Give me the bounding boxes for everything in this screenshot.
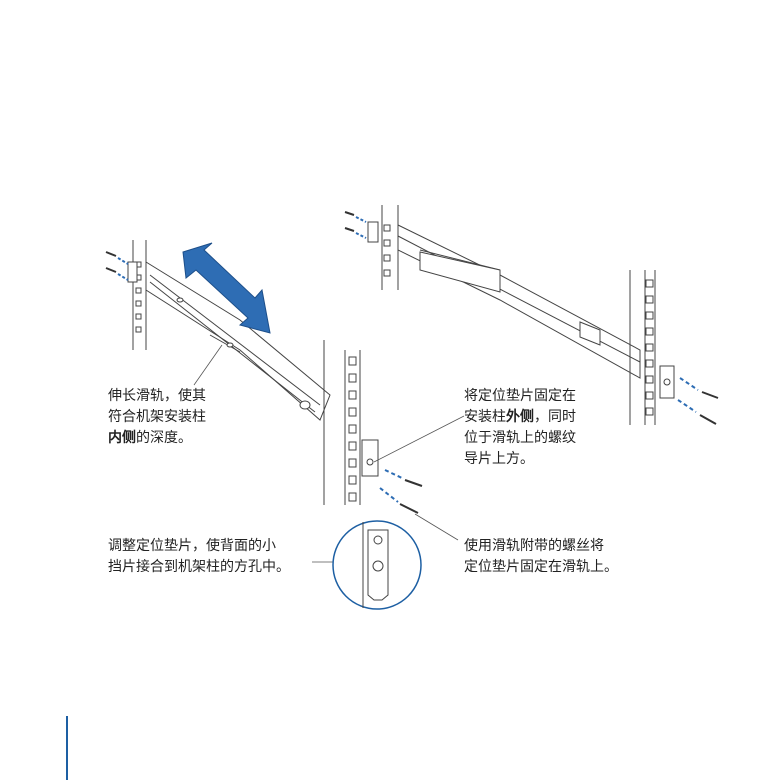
caption-line: 导片上方。 xyxy=(464,451,534,467)
caption-line: 符合机架安装柱 xyxy=(108,409,206,425)
left-back-arrows xyxy=(117,257,129,281)
right-rail xyxy=(397,224,641,379)
right-back-post xyxy=(381,205,399,290)
caption-line: 挡片接合到机架柱的方孔中。 xyxy=(108,559,290,575)
caption-fix-spacer: 将定位垫片固定在 安装柱外侧，同时 位于滑轨上的螺纹 导片上方。 xyxy=(464,386,576,470)
caption-use-screws: 使用滑轨附带的螺丝将 定位垫片固定在滑轨上。 xyxy=(464,536,618,578)
caption-line: 内侧的深度。 xyxy=(108,428,206,449)
spacer-detail-circle xyxy=(332,520,422,610)
right-back-spacer xyxy=(367,221,379,243)
caption-line: 安装柱外侧，同时 xyxy=(464,407,576,428)
right-back-screws xyxy=(344,211,355,232)
caption-emphasis: 内侧 xyxy=(108,430,136,446)
caption-text: 安装柱 xyxy=(464,409,506,425)
leader-lines xyxy=(193,344,465,563)
caption-extend-rail: 伸长滑轨，使其 符合机架安装柱 内侧的深度。 xyxy=(108,386,206,449)
left-front-screws xyxy=(399,479,423,514)
right-front-post xyxy=(629,270,656,425)
left-back-screws xyxy=(105,251,117,273)
caption-line: 位于滑轨上的螺纹 xyxy=(464,430,576,446)
caption-line: 使用滑轨附带的螺丝将 xyxy=(464,538,604,554)
right-front-arrows xyxy=(677,377,699,413)
extend-double-arrow xyxy=(182,242,271,334)
left-back-spacer xyxy=(127,261,138,283)
left-back-post xyxy=(132,240,147,350)
right-back-arrows xyxy=(355,216,367,239)
caption-adjust-spacer: 调整定位垫片，使背面的小 挡片接合到机架柱的方孔中。 xyxy=(108,536,290,578)
left-front-spacer xyxy=(361,439,379,477)
caption-text: ，同时 xyxy=(534,409,576,425)
caption-line: 伸长滑轨，使其 xyxy=(108,388,206,404)
right-front-spacer xyxy=(659,365,675,399)
left-rail xyxy=(145,261,331,421)
caption-line: 定位垫片固定在滑轨上。 xyxy=(464,559,618,575)
left-front-post xyxy=(323,340,361,505)
right-front-screws xyxy=(699,391,719,425)
caption-emphasis: 外侧 xyxy=(506,409,534,425)
left-front-arrows xyxy=(379,469,403,503)
caption-text: 的深度。 xyxy=(136,430,192,446)
left-margin-rule xyxy=(66,716,68,780)
caption-line: 将定位垫片固定在 xyxy=(464,388,576,404)
caption-line: 调整定位垫片，使背面的小 xyxy=(108,538,276,554)
